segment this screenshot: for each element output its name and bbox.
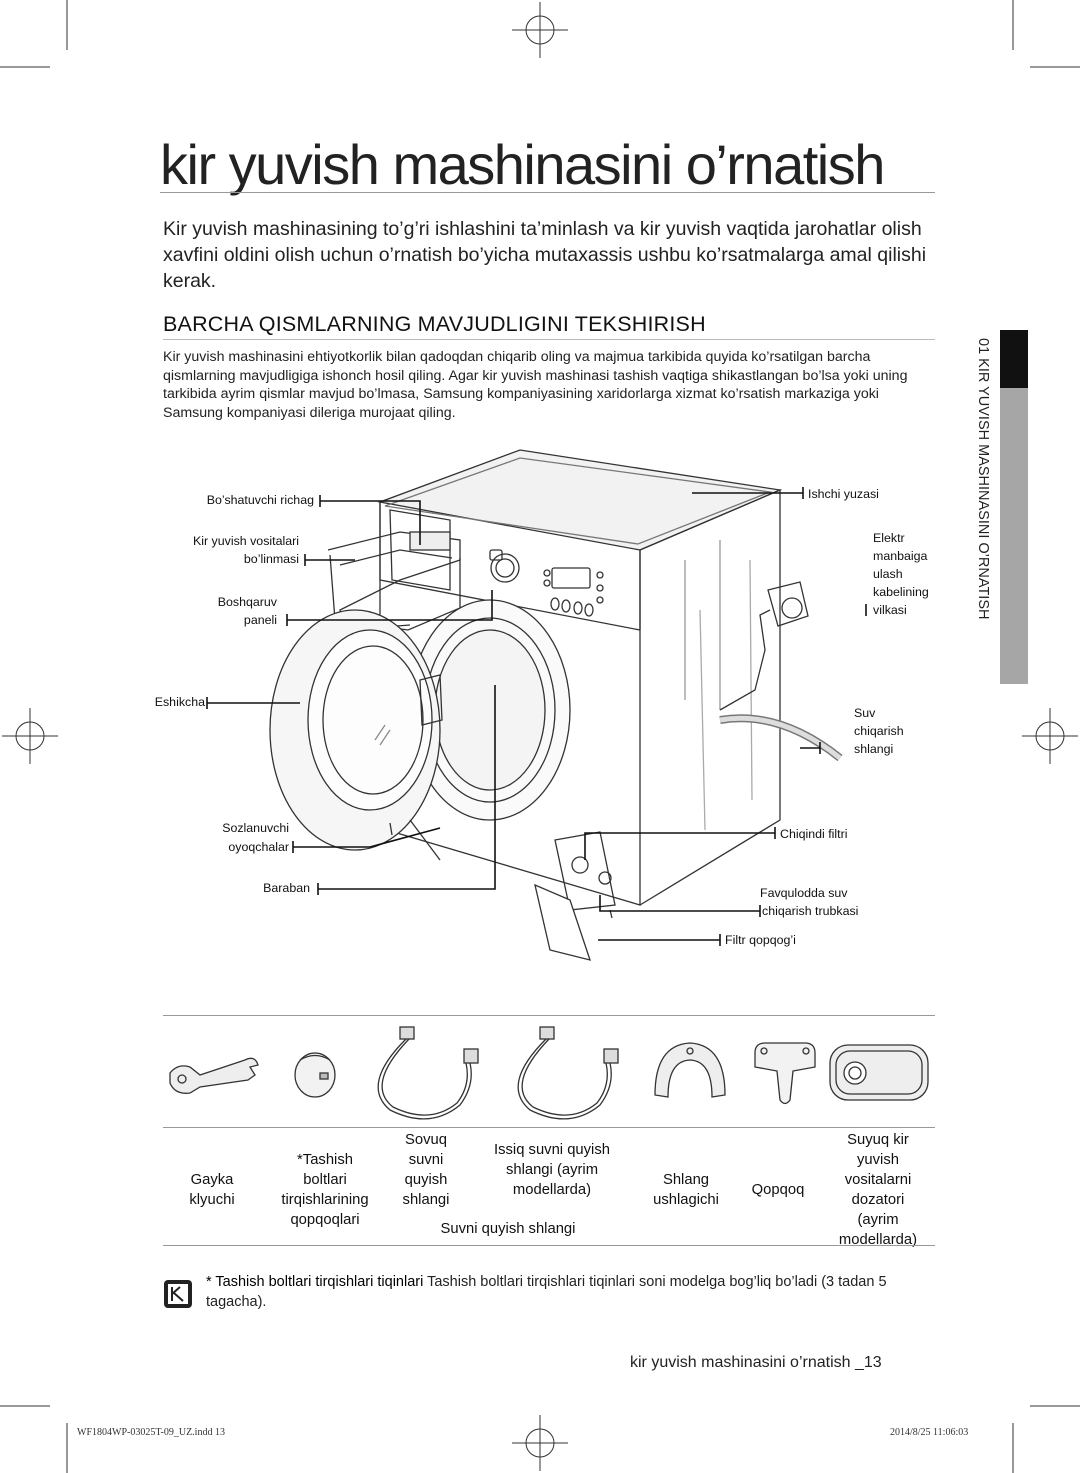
label-feet-line2: oyoqchalar bbox=[228, 840, 289, 854]
label-door: Eshikcha bbox=[154, 695, 205, 709]
section-heading: BARCHA QISMLARNING MAVJUDLIGINI TEKSHIRI… bbox=[163, 312, 706, 336]
acc-spanner: Gayka klyuchi bbox=[189, 1172, 235, 1208]
acc-hose-holder: Shlang ushlagichi bbox=[653, 1172, 719, 1208]
accessories-top-rule bbox=[163, 1015, 935, 1016]
label-filter-cover: Filtr qopqog’i bbox=[725, 933, 796, 947]
title-divider bbox=[160, 192, 935, 193]
note-bold: * Tashish boltlari tirqishlari tiqinlari bbox=[206, 1274, 424, 1290]
label-control-line1: Boshqaruv bbox=[217, 595, 277, 609]
label-filter: Chiqindi filtri bbox=[780, 827, 848, 841]
label-drain-line1: Suv bbox=[854, 706, 876, 720]
diagram-leader-lines bbox=[206, 487, 867, 946]
label-worktop: Ishchi yuzasi bbox=[808, 487, 879, 501]
label-emergency-line2: chiqarish trubkasi bbox=[762, 904, 859, 918]
hot-hose-icon bbox=[517, 1026, 619, 1120]
accessories-mid-rule bbox=[163, 1127, 935, 1128]
running-footer: kir yuvish mashinasini o’rnatish _13 bbox=[630, 1354, 882, 1371]
chapter-tab-bar bbox=[1000, 388, 1028, 684]
label-control-line2: paneli bbox=[243, 613, 277, 627]
label-plug-line5: vilkasi bbox=[873, 603, 907, 617]
label-detergent-line1: Kir yuvish vositalari bbox=[192, 534, 299, 548]
liquid-dispenser-icon bbox=[829, 1044, 929, 1101]
label-emergency-line1: Favqulodda suv bbox=[760, 886, 848, 900]
label-plug-line4: kabelining bbox=[873, 585, 929, 599]
section-divider bbox=[163, 339, 935, 340]
washing-machine-illustration bbox=[269, 449, 843, 961]
cold-hose-icon bbox=[377, 1026, 479, 1120]
hose-holder-icon bbox=[654, 1042, 726, 1098]
label-detergent-line2: bo’linmasi bbox=[243, 552, 299, 566]
acc-bolt-caps: *Tashish boltlari tirqishlarining qopqoq… bbox=[281, 1152, 369, 1228]
label-plug-line1: Elektr bbox=[873, 531, 905, 545]
label-drawer-handle: Bo’shatuvchi richag bbox=[206, 493, 314, 507]
acc-hoses-group: Suvni quyish shlangi bbox=[440, 1221, 576, 1237]
section-paragraph: Kir yuvish mashinasini ehtiyotkorlik bil… bbox=[163, 349, 908, 421]
imprint-file: WF1804WP-03025T-09_UZ.indd 13 bbox=[77, 1427, 225, 1438]
label-drum: Baraban bbox=[263, 881, 310, 895]
bolt-cap-icon bbox=[294, 1052, 336, 1098]
page-title: kir yuvish mashinasini o’rnatish bbox=[160, 133, 885, 196]
acc-cold-hose: Sovuq suvni quyish shlangi bbox=[402, 1132, 450, 1208]
intro-paragraph: Kir yuvish mashinasining to’g’ri ishlash… bbox=[163, 218, 927, 292]
label-drain-line2: chiqarish bbox=[854, 724, 904, 738]
spanner-icon bbox=[169, 1057, 259, 1094]
label-plug-line3: ulash bbox=[873, 567, 903, 581]
note-icon bbox=[164, 1280, 192, 1308]
accessories-bottom-rule bbox=[163, 1245, 935, 1246]
note-text: * Tashish boltlari tirqishlari tiqinlari… bbox=[206, 1272, 941, 1312]
acc-liquid-dispenser: Suyuq kir yuvish vositalarni dozatori (a… bbox=[838, 1132, 918, 1248]
accessories-illustrations bbox=[169, 1026, 929, 1120]
label-plug-line2: manbaiga bbox=[873, 549, 928, 563]
acc-cover: Qopqoq bbox=[751, 1182, 805, 1198]
note-body: Tashish boltlari tirqishlari tiqinlari s… bbox=[206, 1274, 887, 1310]
imprint-date: 2014/8/25 11:06:03 bbox=[890, 1427, 969, 1438]
chapter-tab-marker bbox=[1000, 330, 1028, 388]
cover-cap-icon bbox=[754, 1042, 816, 1105]
label-drain-line3: shlangi bbox=[854, 742, 894, 756]
label-feet-line1: Sozlanuvchi bbox=[222, 821, 289, 835]
acc-hot-hose: Issiq suvni quyish shlangi (ayrim modell… bbox=[494, 1142, 610, 1198]
